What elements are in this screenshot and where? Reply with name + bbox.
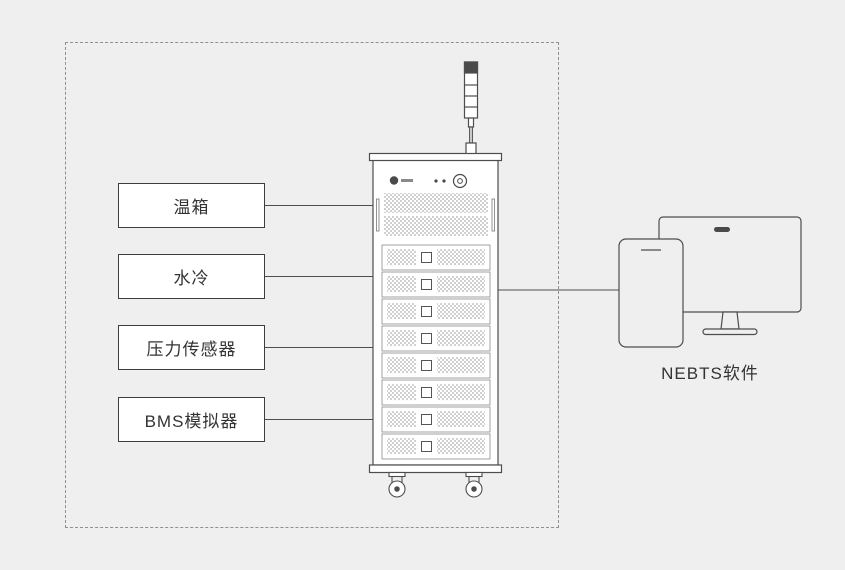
caster-left <box>388 471 406 498</box>
label-box-temperature-chamber: 温箱 <box>118 183 265 228</box>
cabinet-top-cap <box>368 152 503 162</box>
cabinet-logo-icon <box>389 176 399 185</box>
cabinet-module <box>381 379 491 406</box>
phone-body <box>618 238 684 348</box>
label-text: BMS模拟器 <box>144 412 239 431</box>
monitor-stand-base <box>702 328 758 336</box>
monitor <box>658 216 802 336</box>
cabinet-base <box>368 464 503 474</box>
power-knob-icon <box>452 173 468 189</box>
label-text: 水冷 <box>173 269 210 288</box>
cabinet-header <box>389 173 468 189</box>
cabinet-module <box>381 271 491 298</box>
cabinet-module <box>381 406 491 433</box>
indicator-dot-icon <box>442 179 446 183</box>
label-text: 压力传感器 <box>146 340 237 359</box>
vent-grille <box>376 193 495 236</box>
cabinet-module <box>381 244 491 271</box>
caster-right <box>465 471 483 498</box>
label-box-water-cooling: 水冷 <box>118 254 265 299</box>
cabinet-modules <box>381 244 491 460</box>
stack-light-icon <box>463 61 479 155</box>
indicator-dot-icon <box>434 179 438 183</box>
cabinet-module <box>381 352 491 379</box>
cabinet-module <box>381 298 491 325</box>
power-knob-icon-inner <box>457 178 463 184</box>
label-text: 温箱 <box>173 198 210 217</box>
cabinet-module <box>381 325 491 352</box>
monitor-stand <box>720 311 740 330</box>
phone <box>618 238 684 348</box>
label-box-bms-simulator: BMS模拟器 <box>118 397 265 442</box>
cabinet-module <box>381 433 491 460</box>
monitor-logo-mark <box>714 227 730 232</box>
label-box-pressure-sensor: 压力传感器 <box>118 325 265 370</box>
dashed-boundary <box>65 42 559 528</box>
cabinet-logo-text-mark <box>401 179 413 182</box>
connector-lines <box>264 205 622 420</box>
battery-test-cabinet <box>368 152 503 498</box>
nebts-software-label: NEBTS软件 <box>661 364 759 383</box>
